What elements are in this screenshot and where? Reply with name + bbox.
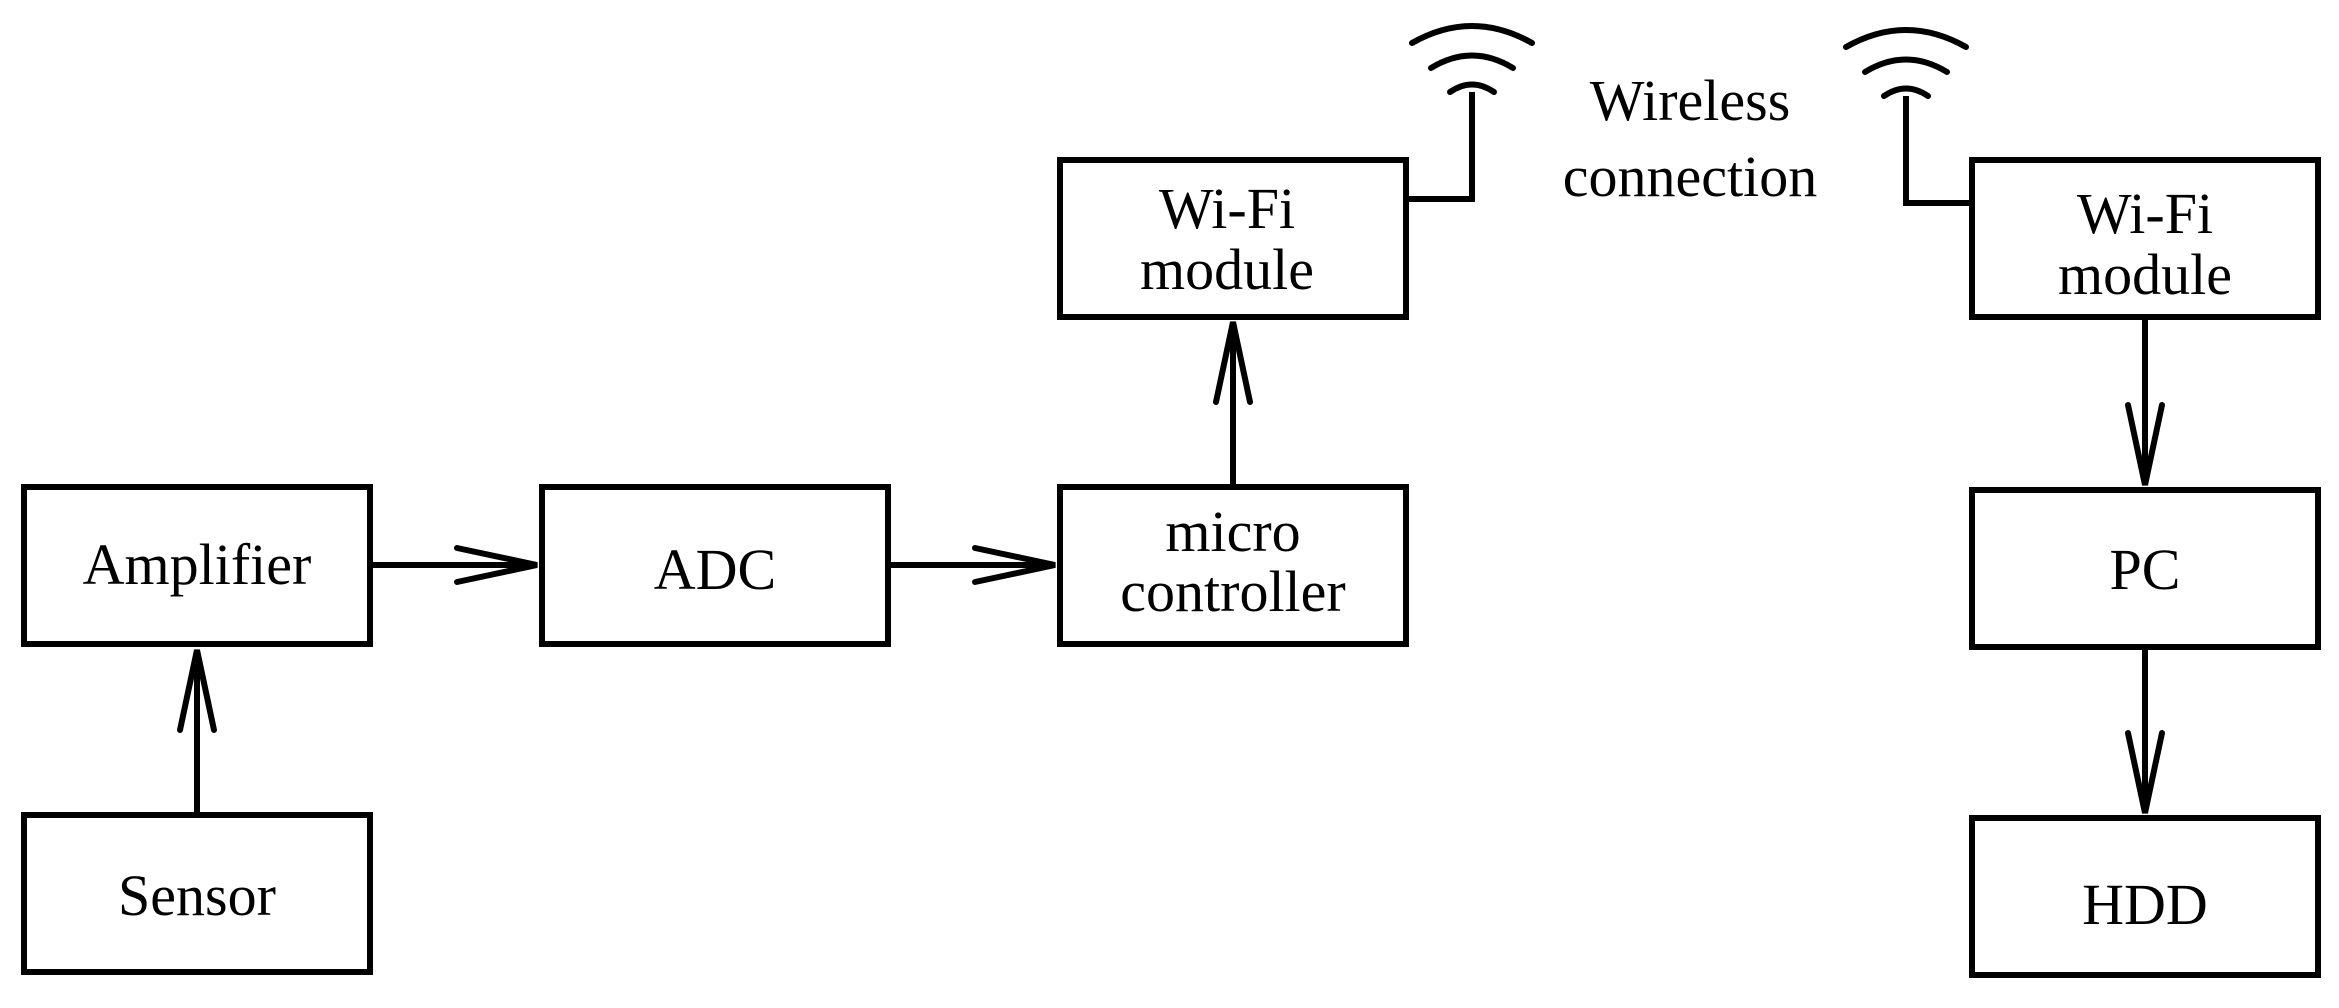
wifi-tx-label-line2: module — [1140, 237, 1314, 302]
arrow-wifi-to-pc — [2125, 317, 2165, 486]
antenna-icon — [1843, 27, 1972, 206]
microcontroller-label-line1: micro — [1165, 499, 1300, 564]
sensor-block: Sensor — [21, 812, 373, 975]
arrow-microcontroller-to-wifi — [1213, 321, 1253, 487]
arrow-sensor-to-amplifier — [177, 649, 217, 815]
hdd-block: HDD — [1969, 815, 2321, 978]
adc-label: ADC — [654, 537, 776, 602]
adc-block: ADC — [539, 484, 891, 647]
wireless-label-line2: connection — [1563, 144, 1817, 209]
antenna-icon — [1406, 23, 1535, 202]
wifi-tx-label-line1: Wi-Fi — [1159, 176, 1295, 241]
hdd-label: HDD — [2082, 872, 2208, 937]
wifi-module-tx-block: Wi-Fi module — [1057, 157, 1409, 320]
wireless-label-line1: Wireless — [1590, 68, 1791, 133]
wifi-module-rx-block: Wi-Fi module — [1969, 157, 2321, 320]
arrow-amplifier-to-adc — [370, 545, 538, 585]
pc-label: PC — [2110, 537, 2181, 602]
wireless-connection-label: Wireless connection — [1563, 68, 1817, 209]
microcontroller-label-line2: controller — [1120, 559, 1345, 624]
sensor-label: Sensor — [118, 863, 276, 928]
amplifier-block: Amplifier — [21, 484, 373, 647]
amplifier-label: Amplifier — [83, 532, 312, 597]
wifi-rx-label-line1: Wi-Fi — [2077, 181, 2213, 246]
wifi-rx-label-line2: module — [2058, 242, 2232, 307]
microcontroller-block: micro controller — [1057, 484, 1409, 647]
arrow-adc-to-microcontroller — [888, 545, 1056, 585]
arrow-pc-to-hdd — [2125, 647, 2165, 814]
pc-block: PC — [1969, 487, 2321, 650]
